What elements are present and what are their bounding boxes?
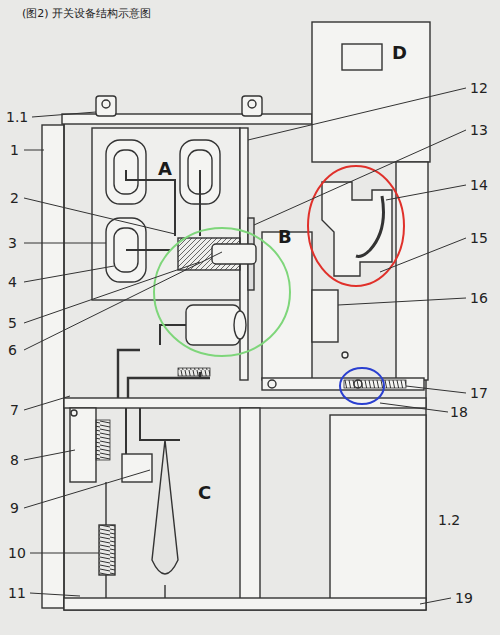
leader-line xyxy=(380,238,466,272)
leader-line xyxy=(406,386,466,393)
callout-number: 1 xyxy=(10,141,19,159)
lifting-lug xyxy=(242,96,262,116)
callout-number: 13 xyxy=(470,121,488,139)
relay xyxy=(342,44,382,70)
leader-line xyxy=(420,598,451,604)
lower-contact xyxy=(186,305,240,345)
arrester-lead xyxy=(105,575,106,598)
lifting-lug xyxy=(96,96,116,116)
cabinet-frame xyxy=(64,120,426,610)
breaker-body xyxy=(262,232,312,380)
leader-line xyxy=(386,185,466,200)
cable-bend xyxy=(356,196,384,256)
callout-number: 16 xyxy=(470,289,488,307)
leader-line xyxy=(24,252,222,350)
figure-title: (图2) 开关设备结构示意图 xyxy=(22,6,151,21)
compartment-letter: D xyxy=(392,44,407,62)
leader-line xyxy=(380,403,448,412)
callout-number: 7 xyxy=(10,401,19,419)
leader-line xyxy=(24,243,106,244)
highlight-ring xyxy=(154,228,290,356)
truck-chassis xyxy=(262,378,424,390)
leader-line xyxy=(24,262,200,323)
interlock-device xyxy=(322,182,392,276)
leader-line xyxy=(24,450,75,460)
arrester-lead xyxy=(105,482,106,525)
callout-number: 4 xyxy=(8,273,17,291)
earthing-switch xyxy=(70,408,96,482)
callout-number: 3 xyxy=(8,234,17,252)
highlight-ring xyxy=(340,368,384,404)
low-voltage-compartment xyxy=(312,22,430,162)
callout-number: 9 xyxy=(10,499,19,517)
callout-number: 8 xyxy=(10,451,19,469)
callout-number: 19 xyxy=(455,589,473,607)
compartment-letter: C xyxy=(198,484,211,502)
partition xyxy=(240,408,260,600)
compartment-letter: A xyxy=(158,160,172,178)
callout-number: 1.1 xyxy=(6,108,28,126)
cable-termination xyxy=(152,440,178,574)
callout-number: 11 xyxy=(8,584,26,602)
bottom-plate xyxy=(64,598,426,610)
leader-line xyxy=(254,130,466,225)
surge-arrester xyxy=(99,525,115,575)
callout-number: 17 xyxy=(470,384,488,402)
leader-line xyxy=(248,88,466,140)
spring xyxy=(344,380,406,388)
pivot xyxy=(71,410,77,416)
callout-number: 5 xyxy=(8,314,17,332)
leader-line xyxy=(338,298,466,305)
transformer-block xyxy=(122,454,152,482)
leader-line xyxy=(24,198,175,234)
callout-number: 10 xyxy=(8,544,26,562)
side-wall xyxy=(42,125,64,608)
leader-line xyxy=(24,470,150,508)
earthing-spring xyxy=(96,420,110,460)
leader-line xyxy=(24,396,70,410)
wheel xyxy=(354,380,362,388)
wheel xyxy=(268,380,276,388)
lug-hole xyxy=(248,100,256,108)
leader-line xyxy=(24,150,44,151)
leader-line xyxy=(30,593,80,596)
callout-number: 15 xyxy=(470,229,488,247)
operating-mechanism xyxy=(312,290,338,342)
busbar xyxy=(118,350,210,398)
rear-door xyxy=(330,415,426,600)
callout-number: 12 xyxy=(470,79,488,97)
contact-end xyxy=(234,311,246,339)
callout-number: 6 xyxy=(8,341,17,359)
leader-line xyxy=(24,266,114,282)
callout-number: 2 xyxy=(10,189,19,207)
leader-line xyxy=(30,553,99,554)
lug-hole xyxy=(102,100,110,108)
callout-number: 14 xyxy=(470,176,488,194)
callout-number: 18 xyxy=(450,403,468,421)
leader-line xyxy=(32,112,96,117)
fuse xyxy=(178,368,210,376)
pin xyxy=(342,352,348,358)
callout-number: 1.2 xyxy=(438,511,460,529)
compartment-letter: B xyxy=(278,228,292,246)
